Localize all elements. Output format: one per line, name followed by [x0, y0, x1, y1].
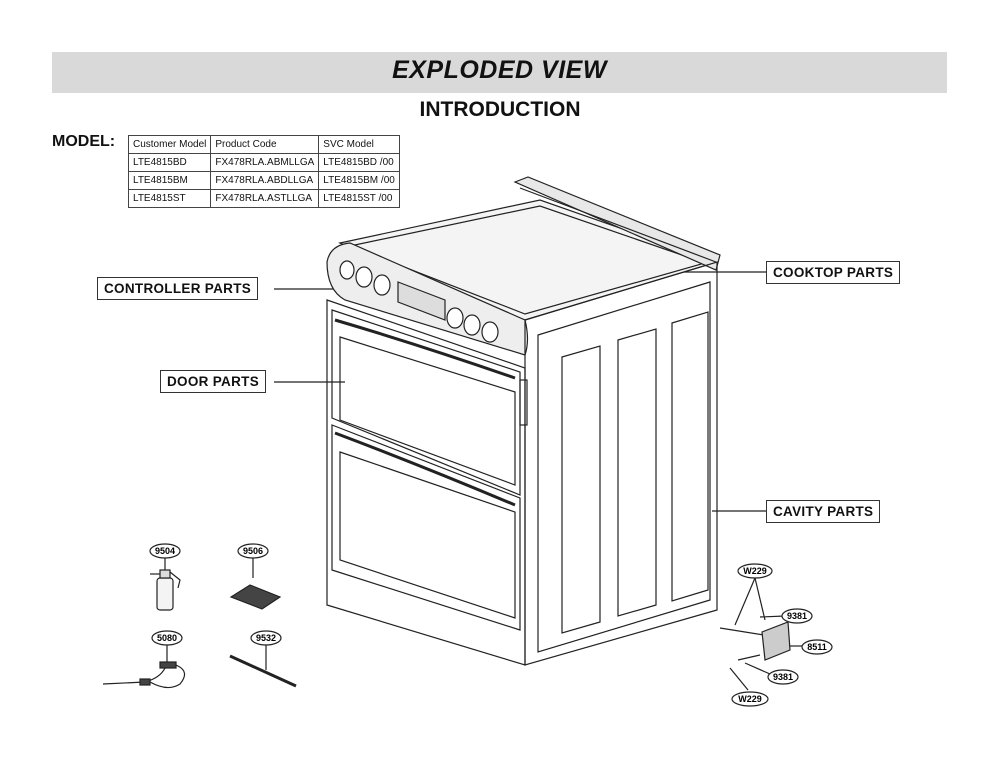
part-number-label: 9532	[256, 633, 276, 643]
spray-bottle-icon	[150, 558, 181, 611]
knob-icon	[355, 266, 373, 288]
side-rib	[617, 328, 657, 617]
upper-door	[331, 309, 521, 496]
side-trim	[519, 379, 528, 426]
part-number-label: 9381	[787, 611, 807, 621]
part-oval	[250, 630, 282, 646]
table-cell: LTE4815ST /00	[318, 189, 400, 208]
controller-parts-callout[interactable]: CONTROLLER PARTS	[97, 277, 259, 300]
back-guard-edge	[519, 187, 717, 263]
knob-icon	[446, 307, 464, 329]
rod-icon	[229, 645, 297, 688]
lower-door-window	[339, 451, 516, 619]
page-subtitle: INTRODUCTION	[419, 98, 581, 121]
page-title: EXPLODED VIEW	[392, 56, 607, 84]
side-panel	[524, 261, 718, 666]
front-face	[326, 299, 526, 666]
lower-door-handle	[334, 431, 516, 507]
part-number-label: 5080	[157, 633, 177, 643]
table-row: LTE4815BD FX478RLA.ABMLLGA LTE4815BD /00	[127, 153, 400, 172]
part-number-label: 8511	[807, 642, 827, 652]
part-oval	[801, 639, 833, 655]
back-guard	[513, 176, 721, 271]
part-oval	[737, 563, 773, 579]
part-number-label: 9381	[773, 672, 793, 682]
part-oval	[149, 543, 181, 559]
part-oval	[237, 543, 269, 559]
table-cell: LTE4815ST	[127, 189, 212, 208]
upper-door-window	[339, 336, 516, 486]
knob-icon	[481, 321, 499, 343]
anti-tip-bracket	[719, 577, 804, 691]
cooktop-parts-callout[interactable]: COOKTOP PARTS	[766, 261, 901, 284]
model-label: MODEL:	[52, 133, 116, 150]
part-oval	[731, 691, 769, 707]
upper-door-handle	[334, 318, 516, 380]
lower-door	[331, 424, 521, 631]
part-number-label: 9506	[243, 546, 263, 556]
side-rib	[671, 311, 709, 602]
display-window	[397, 281, 446, 321]
door-parts-callout[interactable]: DOOR PARTS	[160, 370, 267, 393]
part-oval	[767, 669, 799, 685]
knob-icon	[463, 314, 481, 336]
knob-icon	[373, 274, 391, 296]
part-number-label: W229	[743, 566, 767, 576]
title-banner: EXPLODED VIEW	[52, 52, 947, 93]
part-oval	[781, 608, 813, 624]
cavity-parts-callout[interactable]: CAVITY PARTS	[766, 500, 881, 523]
part-number-label: W229	[738, 694, 762, 704]
side-panel-frame	[537, 281, 711, 653]
meat-probe-icon	[102, 645, 186, 689]
scrub-pad-icon	[229, 558, 282, 610]
table-cell: FX478RLA.ASTLLGA	[210, 189, 320, 208]
side-rib	[561, 345, 601, 634]
model-table: Customer Model Product Code SVC Model LT…	[127, 135, 400, 208]
range-body	[326, 176, 721, 666]
part-oval	[151, 630, 183, 646]
part-number-label: 9504	[155, 546, 175, 556]
table-row: LTE4815ST FX478RLA.ASTLLGA LTE4815ST /00	[127, 189, 400, 208]
knob-icon	[339, 260, 355, 280]
